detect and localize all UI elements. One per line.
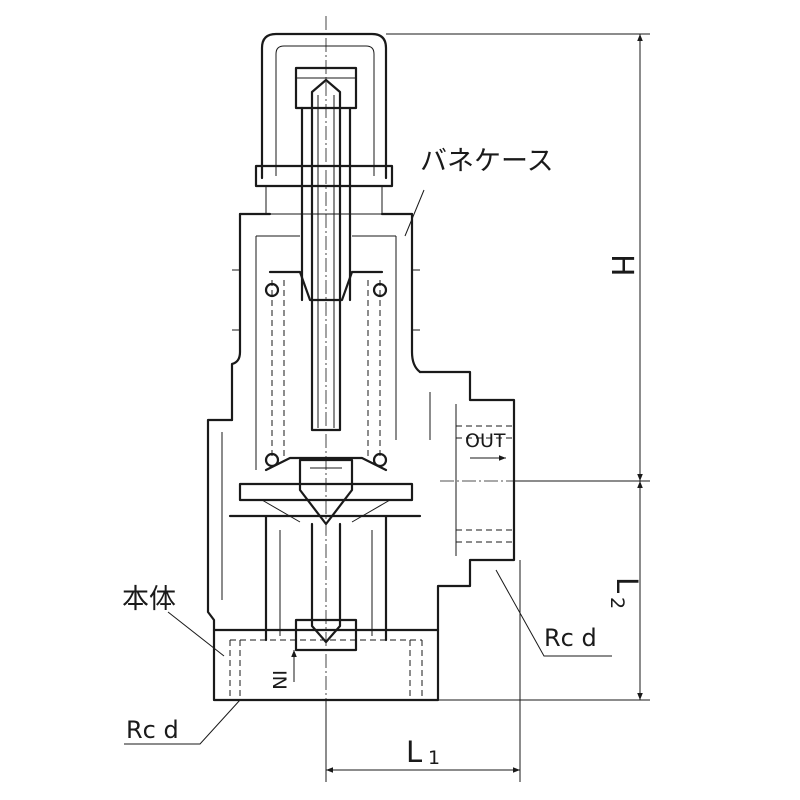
spring (271, 280, 381, 460)
length-2-label: L 2 (606, 577, 644, 609)
body-leader (167, 611, 225, 657)
upper-spring-retainer (268, 270, 384, 302)
thread-outlet-leader (495, 569, 612, 657)
spring-case-leader (404, 189, 425, 237)
inlet-label: IN (268, 670, 290, 690)
valve-stem (310, 78, 342, 432)
body-outline (206, 370, 516, 702)
height-label: H (604, 254, 639, 277)
body-label: 本体 (122, 584, 176, 615)
length-1-subscript: 1 (428, 747, 440, 769)
inlet-thread (229, 639, 423, 700)
length-2-letter: L (610, 577, 644, 593)
spring-case-label: バネケース (420, 146, 554, 177)
lower-stem (310, 522, 342, 644)
seat-guide (261, 499, 391, 523)
spring-case-outline (230, 212, 422, 422)
length-2-subscript: 2 (606, 597, 628, 609)
body-inner (221, 392, 457, 600)
thread-inlet-label: Rc d (126, 716, 179, 744)
spring-case-inner (255, 235, 397, 470)
thread-outlet-label: Rc d (544, 624, 597, 652)
cap-outline (260, 32, 388, 180)
seat-flange (238, 482, 414, 502)
adjusting-screw-head (294, 66, 358, 110)
nozzle (228, 514, 422, 652)
lower-spring-retainer (264, 456, 388, 472)
outlet-label: OUT (465, 430, 506, 452)
thread-inlet-leader (124, 699, 241, 745)
length-1-label: L 1 (406, 735, 440, 769)
cap-inner (275, 45, 375, 176)
spring-ball (264, 282, 280, 298)
stem-guide (300, 106, 352, 302)
nozzle-bore (279, 530, 373, 636)
lock-nut (265, 185, 383, 215)
length-1-letter: L (406, 735, 422, 769)
